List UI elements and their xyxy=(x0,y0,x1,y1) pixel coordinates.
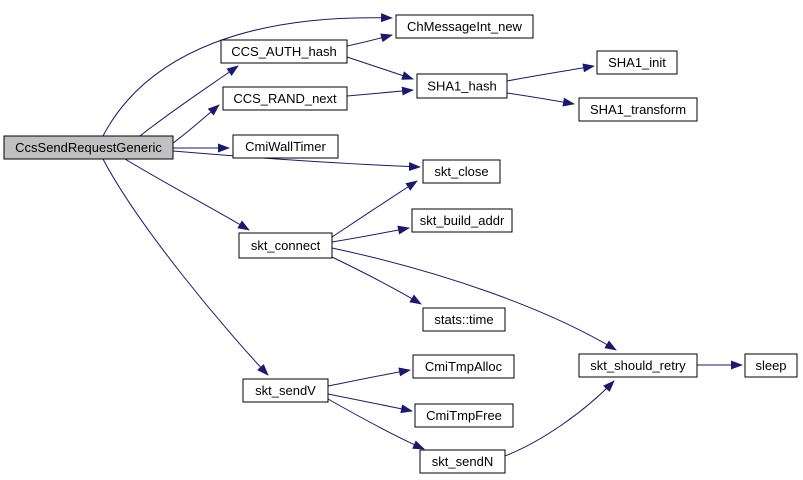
node-box-sleep[interactable] xyxy=(744,353,798,378)
node-label-sha1_hash: SHA1_hash xyxy=(427,79,496,94)
node-label-sha1_init: SHA1_init xyxy=(608,55,666,70)
node-box-cmi_tmp_free[interactable] xyxy=(414,403,514,428)
node-sha1_transform[interactable]: SHA1_transform xyxy=(578,97,698,122)
edge-ccs_rand_next-to-sha1_hash xyxy=(346,86,414,97)
node-label-cmi_wall_timer: CmiWallTimer xyxy=(245,139,326,154)
node-ccs_rand_next[interactable]: CCS_RAND_next xyxy=(222,86,348,111)
node-sleep[interactable]: sleep xyxy=(744,353,798,378)
edge-ccs_send_request_generic-to-skt_connect xyxy=(124,158,250,231)
node-box-skt_sendn[interactable] xyxy=(419,449,506,474)
node-skt_sendn[interactable]: skt_sendN xyxy=(419,449,506,474)
edge-skt_connect-to-skt_build_addr xyxy=(331,225,410,243)
node-box-cmi_wall_timer[interactable] xyxy=(232,134,339,159)
edges-layer xyxy=(102,13,743,457)
node-box-skt_build_addr[interactable] xyxy=(411,208,513,233)
node-sha1_init[interactable]: SHA1_init xyxy=(596,50,678,75)
edge-ccs_auth_hash-to-ch_message_int_new xyxy=(346,33,393,47)
edge-ccs_send_request_generic-to-skt_close xyxy=(172,150,421,172)
node-box-skt_connect[interactable] xyxy=(238,232,333,259)
node-box-sha1_init[interactable] xyxy=(596,50,678,75)
node-ccs_auth_hash[interactable]: CCS_AUTH_hash xyxy=(220,39,348,64)
node-label-skt_should_retry: skt_should_retry xyxy=(590,358,686,373)
node-label-sha1_transform: SHA1_transform xyxy=(590,102,686,117)
edge-skt_sendv-to-skt_sendn xyxy=(327,398,425,450)
edge-skt_connect-to-stats_time xyxy=(331,256,422,305)
node-label-ccs_rand_next: CCS_RAND_next xyxy=(233,91,337,106)
nodes-layer: CcsSendRequestGeneric ChMessageInt_newCCS… xyxy=(3,14,798,474)
edge-skt_sendn-to-skt_should_retry xyxy=(504,380,615,457)
edge-ccs_send_request_generic-to-ccs_rand_next xyxy=(172,104,220,144)
node-skt_build_addr[interactable]: skt_build_addr xyxy=(411,208,513,233)
node-label-ccs_auth_hash: CCS_AUTH_hash xyxy=(231,44,337,59)
edge-sha1_hash-to-sha1_init xyxy=(506,63,595,82)
edge-sha1_hash-to-sha1_transform xyxy=(506,92,575,107)
edge-ccs_send_request_generic-to-skt_sendv xyxy=(102,158,269,376)
edge-skt_connect-to-skt_close xyxy=(331,180,418,238)
node-label-cmi_tmp_alloc: CmiTmpAlloc xyxy=(425,359,503,374)
node-box-skt_close[interactable] xyxy=(422,159,501,184)
node-label-sleep: sleep xyxy=(755,358,786,373)
edge-skt_sendv-to-cmi_tmp_free xyxy=(327,393,413,414)
node-ccs_send_request_generic[interactable]: CcsSendRequestGeneric xyxy=(3,135,174,160)
node-box-ccs_send_request_generic[interactable] xyxy=(3,135,174,160)
edge-skt_connect-to-skt_should_retry xyxy=(331,247,617,351)
node-box-sha1_hash[interactable] xyxy=(416,73,508,99)
node-skt_close[interactable]: skt_close xyxy=(422,159,501,184)
node-label-skt_connect: skt_connect xyxy=(251,238,321,253)
node-cmi_tmp_alloc[interactable]: CmiTmpAlloc xyxy=(412,354,515,379)
node-skt_should_retry[interactable]: skt_should_retry xyxy=(578,353,698,378)
node-stats_time[interactable]: stats::time xyxy=(422,307,506,332)
node-label-ch_message_int_new: ChMessageInt_new xyxy=(407,19,523,34)
edge-ccs_send_request_generic-to-ccs_auth_hash xyxy=(139,65,239,137)
node-label-ccs_send_request_generic: CcsSendRequestGeneric xyxy=(15,140,162,155)
node-sha1_hash[interactable]: SHA1_hash xyxy=(416,73,508,99)
node-label-stats_time: stats::time xyxy=(434,312,493,327)
node-cmi_tmp_free[interactable]: CmiTmpFree xyxy=(414,403,514,428)
node-box-ccs_auth_hash[interactable] xyxy=(220,39,348,64)
node-label-cmi_tmp_free: CmiTmpFree xyxy=(426,408,502,423)
node-label-skt_close: skt_close xyxy=(434,164,488,179)
node-box-ccs_rand_next[interactable] xyxy=(222,86,348,111)
node-box-sha1_transform[interactable] xyxy=(578,97,698,122)
node-cmi_wall_timer[interactable]: CmiWallTimer xyxy=(232,134,339,159)
node-box-ch_message_int_new[interactable] xyxy=(395,14,534,39)
node-box-skt_should_retry[interactable] xyxy=(578,353,698,378)
node-box-skt_sendv[interactable] xyxy=(242,378,329,403)
edge-ccs_auth_hash-to-sha1_hash xyxy=(346,56,414,80)
node-label-skt_sendn: skt_sendN xyxy=(432,454,493,469)
node-label-skt_build_addr: skt_build_addr xyxy=(420,213,505,228)
node-label-skt_sendv: skt_sendV xyxy=(255,383,316,398)
node-box-cmi_tmp_alloc[interactable] xyxy=(412,354,515,379)
node-skt_sendv[interactable]: skt_sendV xyxy=(242,378,329,403)
node-skt_connect[interactable]: skt_connect xyxy=(238,232,333,259)
node-ch_message_int_new[interactable]: ChMessageInt_new xyxy=(395,14,534,39)
node-box-stats_time[interactable] xyxy=(422,307,506,332)
edge-skt_sendv-to-cmi_tmp_alloc xyxy=(327,367,411,387)
edge-ccs_send_request_generic-to-ch_message_int_new xyxy=(102,13,393,137)
